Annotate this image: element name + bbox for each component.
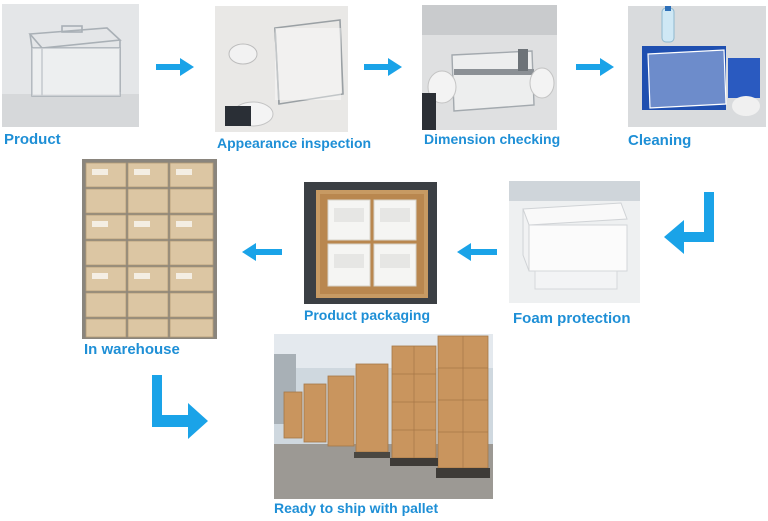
arrow-left-icon xyxy=(242,243,282,261)
arrow-down-left-icon xyxy=(664,192,714,254)
step-label-cleaning: Cleaning xyxy=(628,132,692,149)
photo-ready-to-ship-with-pallet xyxy=(274,334,493,499)
step-label-product-packaging: Product packaging xyxy=(304,307,431,323)
arrow-left-icon xyxy=(457,243,497,261)
photo-cleaning xyxy=(628,6,766,127)
photo-dimension-checking xyxy=(422,5,557,130)
photo-appearance-inspection xyxy=(215,6,348,132)
step-label-appearance-inspection: Appearance inspection xyxy=(217,135,372,151)
step-label-dimension-checking: Dimension checking xyxy=(424,131,561,147)
step-label-ready-to-ship-with-pallet: Ready to ship with pallet xyxy=(274,500,439,516)
photo-product-packaging xyxy=(304,182,437,304)
arrow-down-right-icon xyxy=(152,375,208,439)
arrow-right-icon xyxy=(576,58,614,76)
arrow-right-icon xyxy=(364,58,402,76)
step-label-foam-protection: Foam protection xyxy=(513,310,631,327)
arrow-right-icon xyxy=(156,58,194,76)
photo-in-warehouse xyxy=(82,159,217,339)
step-label-product: Product xyxy=(4,131,61,148)
photo-foam-protection xyxy=(509,181,640,303)
step-label-in-warehouse: In warehouse xyxy=(84,341,180,358)
photo-product xyxy=(2,4,139,127)
